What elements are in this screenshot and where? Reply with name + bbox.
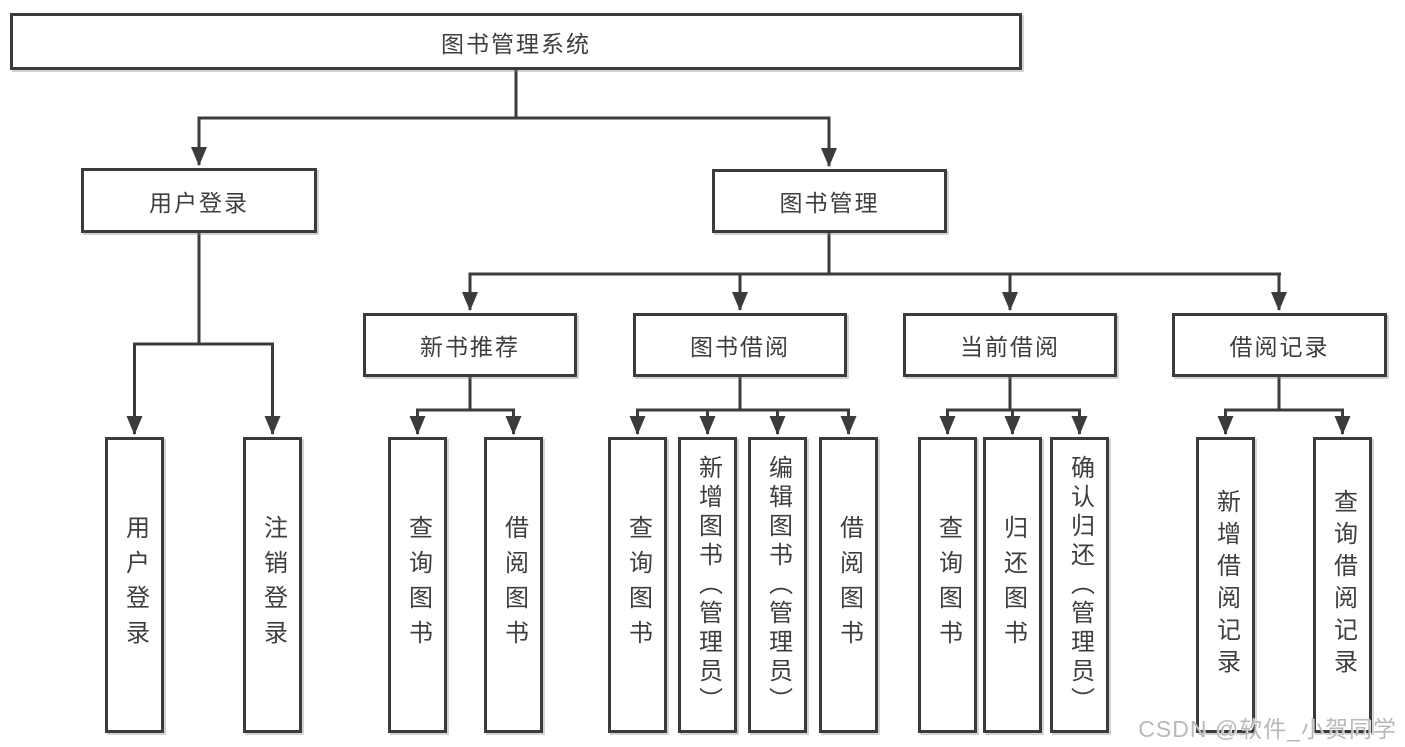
leaf-logout: 注销登录	[243, 437, 302, 733]
node-book-management: 图书管理	[712, 169, 947, 233]
leaf-borrow-books: 借阅图书	[819, 437, 878, 733]
leaf-return-book: 归还图书	[983, 437, 1042, 733]
leaf-confirm-return-admin: 确认归还（管理员）	[1050, 437, 1109, 733]
node-library-management-system: 图书管理系统	[10, 13, 1022, 70]
node-borrowing-records: 借阅记录	[1172, 313, 1387, 377]
csdn-watermark: CSDN @软件_小贺同学	[1138, 716, 1397, 742]
node-book-borrowing: 图书借阅	[633, 313, 847, 377]
leaf-user-login: 用户登录	[105, 437, 164, 733]
node-current-borrowing: 当前借阅	[903, 313, 1117, 377]
leaf-query-books-borrow: 查询图书	[608, 437, 667, 733]
leaf-query-borrow-record: 查询借阅记录	[1313, 437, 1372, 733]
node-new-book-recommendation: 新书推荐	[363, 313, 577, 377]
leaf-add-book-admin: 新增图书（管理员）	[678, 437, 737, 733]
leaf-query-books-recommend: 查询图书	[388, 437, 447, 733]
node-user-login: 用户登录	[81, 168, 317, 233]
leaf-edit-book-admin: 编辑图书（管理员）	[748, 437, 807, 733]
leaf-query-books-current: 查询图书	[918, 437, 977, 733]
leaf-borrow-books-recommend: 借阅图书	[484, 437, 543, 733]
leaf-add-borrow-record: 新增借阅记录	[1196, 437, 1255, 733]
